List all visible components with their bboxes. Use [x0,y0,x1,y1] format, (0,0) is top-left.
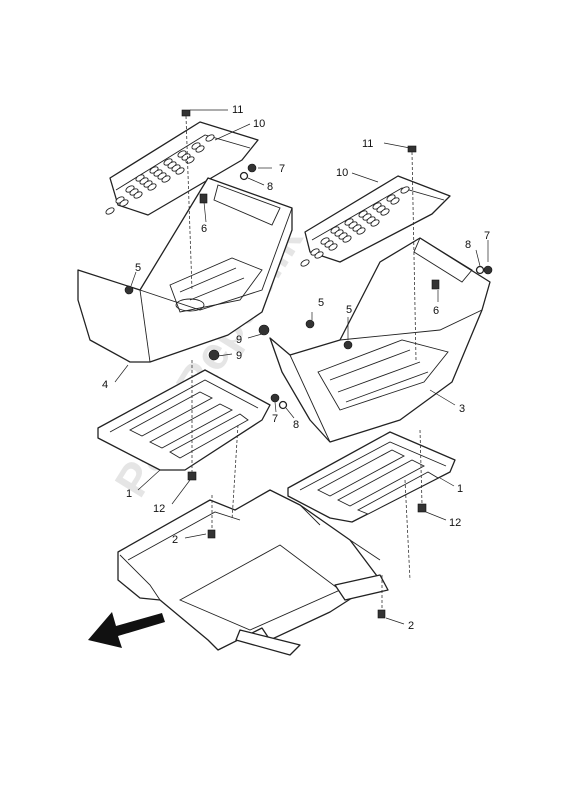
mat-grip-slot [342,235,352,243]
callout-8-right: 8 [465,239,471,251]
mat-grip-slot [328,243,338,251]
callout-7-lower: 7 [272,413,278,425]
callout-5-mid: 5 [318,297,324,309]
callout-3: 3 [459,403,465,415]
mat-grip-slot [370,219,380,227]
mat-grip-slot [195,145,205,153]
callout-8-left: 8 [267,181,273,193]
bolt-2-left [207,529,216,539]
mat-grip-slot [300,259,310,267]
screw-5-left [124,285,134,295]
nut-7-right [483,265,493,275]
callout-11-left: 11 [232,104,243,116]
mat-grip-slot [390,197,400,205]
washer-8-left [239,171,249,181]
left-footrest-mat [105,121,259,216]
leader-lines [114,109,489,625]
bolt-2-right [377,609,386,619]
callout-4: 4 [102,379,108,391]
screw-5-mid [305,319,315,329]
frame [117,489,389,656]
left-step-plate [97,369,271,471]
callout-2-left: 2 [172,534,178,546]
callout-11-right: 11 [362,138,373,150]
mat-grip-slot [161,175,171,183]
bolt-11-left [181,109,191,117]
mat-grip-slot [147,183,157,191]
callout-2-right: 2 [408,620,414,632]
callout-1-right: 1 [457,483,463,495]
callout-12-left: 12 [153,503,165,515]
callouts: 11 10 7 8 6 5 9 9 4 1 12 2 11 10 8 7 5 5… [102,104,490,632]
callout-6-right: 6 [433,305,439,317]
nut-7-left [247,163,257,173]
front-direction-arrow-icon [88,612,165,648]
mat-grip-slot [314,251,324,259]
bolt-11-right [407,145,417,153]
callout-5-right: 5 [346,304,352,316]
callout-9-b: 9 [236,350,242,362]
callout-7-right: 7 [484,230,490,242]
mat-grip-slot [205,134,215,142]
mat-grip-slot [105,207,115,215]
right-step-plate [287,431,456,523]
callout-10-right: 10 [336,167,348,179]
hardware [124,109,493,619]
washer-8-lower [278,400,288,410]
bolt-12-right [417,503,427,513]
mat-grip-slot [175,167,185,175]
washer-8-right [475,265,485,275]
collar-9-a [258,324,270,336]
assembly-lines [185,115,423,610]
bolt-6-left [199,193,208,204]
mat-grip-slot [119,199,129,207]
callout-5-left: 5 [135,262,141,274]
callout-9-a: 9 [236,334,242,346]
collar-9-b [208,349,220,361]
right-footrest-guard [269,237,491,443]
bolt-6-right [431,279,440,290]
callout-6-left: 6 [201,223,207,235]
callout-7-left: 7 [279,163,285,175]
left-footrest-guard [77,177,293,363]
mat-grip-slot [356,227,366,235]
callout-8-lower: 8 [293,419,299,431]
bolt-12-left [187,471,197,481]
callout-1-left: 1 [126,488,132,500]
nut-7-lower [270,393,280,403]
callout-10-left: 10 [253,118,265,130]
callout-12-right: 12 [449,517,461,529]
right-footrest-mat [300,175,451,267]
mat-grip-slot [133,191,143,199]
mat-grip-slot [400,186,410,194]
screw-5-right [343,340,353,350]
mat-grip-slot [380,208,390,216]
